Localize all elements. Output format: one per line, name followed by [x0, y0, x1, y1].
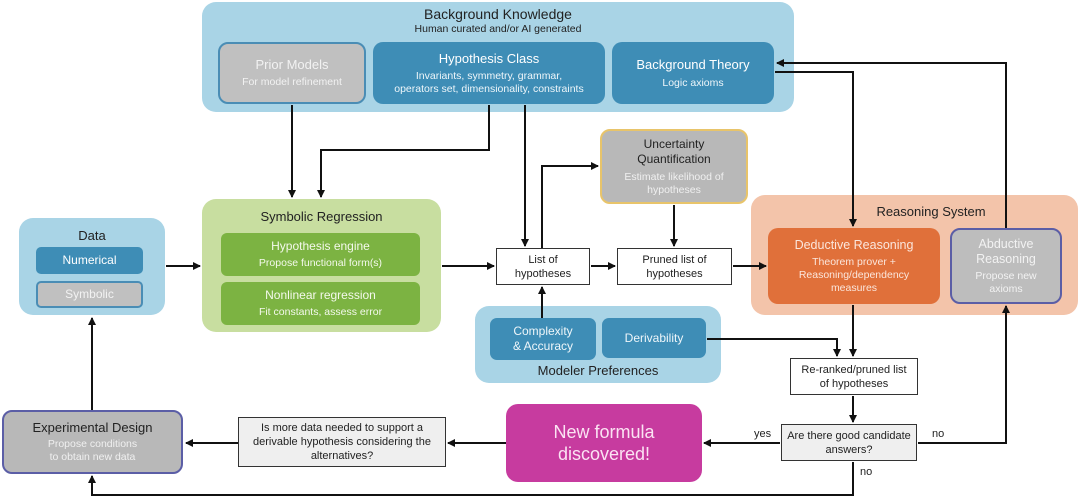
hypothesis-class-line2: operators set, dimensionality, constrain… — [394, 82, 584, 95]
background-knowledge-subtitle: Human curated and/or AI generated — [414, 23, 582, 35]
arrow-derivability-to-reranked — [707, 338, 841, 357]
complexity-line2: & Accuracy — [512, 339, 574, 353]
experimental-design-box[interactable]: Experimental Design Propose conditions t… — [2, 410, 183, 474]
pruned-list-line1: Pruned list of — [642, 253, 707, 266]
complexity-accuracy-box[interactable]: Complexity & Accuracy — [490, 318, 596, 360]
deductive-title: Deductive Reasoning — [794, 237, 914, 252]
reranked-line2: of hypotheses — [819, 377, 889, 390]
list-of-hypotheses-line1: List of — [528, 253, 558, 266]
modeler-preferences-title: Modeler Preferences — [537, 363, 659, 378]
more-data-line3: alternatives? — [310, 450, 374, 462]
experimental-design-line2: to obtain new data — [49, 451, 136, 463]
background-theory-title: Background Theory — [636, 56, 750, 72]
abductive-line1: Propose new — [975, 269, 1037, 282]
uncertainty-title-line1: Uncertainty — [643, 136, 705, 151]
background-theory-box[interactable]: Background Theory Logic axioms — [612, 42, 774, 104]
symbolic-regression-title: Symbolic Regression — [260, 209, 383, 224]
pruned-list-line2: hypotheses — [646, 267, 703, 280]
deductive-reasoning-box[interactable]: Deductive Reasoning Theorem prover + Rea… — [768, 228, 940, 304]
good-candidates-line1: Are there good candidate — [787, 429, 911, 442]
more-data-question-box[interactable]: Is more data needed to support a derivab… — [238, 417, 446, 467]
derivability-label: Derivability — [624, 330, 684, 345]
prior-models-box[interactable]: Prior Models For model refinement — [218, 42, 366, 104]
list-of-hypotheses-line2: hypotheses — [514, 267, 572, 280]
abductive-title-line1: Abductive — [978, 236, 1034, 251]
deductive-line1: Theorem prover + — [812, 255, 896, 268]
experimental-design-title: Experimental Design — [32, 420, 153, 435]
uncertainty-sub-line2: hypotheses — [647, 183, 701, 196]
uncertainty-title-line2: Quantification — [637, 151, 711, 166]
uncertainty-quantification-box[interactable]: Uncertainty Quantification Estimate like… — [600, 129, 748, 204]
background-theory-subtitle: Logic axioms — [662, 76, 724, 89]
nonlinear-regression-title: Nonlinear regression — [265, 288, 376, 302]
edge-label-no-down: no — [860, 466, 873, 478]
new-formula-discovered-box[interactable]: New formula discovered! — [506, 404, 702, 482]
arrow-list-to-uncertainty — [541, 162, 599, 248]
edge-label-yes: yes — [754, 428, 772, 440]
complexity-line1: Complexity — [513, 324, 573, 338]
data-title: Data — [78, 228, 106, 243]
pruned-list-box[interactable]: Pruned list of hypotheses — [617, 248, 732, 285]
numerical-box[interactable]: Numerical — [36, 247, 143, 274]
arrow-good-candidates-no-to-experimental-design — [88, 462, 854, 496]
abductive-line2: axioms — [989, 282, 1023, 295]
reranked-line1: Re-ranked/pruned list — [801, 363, 907, 376]
edge-label-no-right: no — [932, 428, 945, 440]
prior-models-subtitle: For model refinement — [242, 76, 342, 88]
nonlinear-regression-subtitle: Fit constants, assess error — [258, 306, 383, 318]
numerical-label: Numerical — [62, 253, 117, 267]
reasoning-system-title: Reasoning System — [876, 204, 986, 219]
experimental-design-line1: Propose conditions — [47, 438, 138, 450]
new-formula-line1: New formula — [553, 422, 655, 442]
prior-models-title: Prior Models — [255, 57, 329, 72]
more-data-line2: derivable hypothesis considering the — [253, 436, 431, 448]
symbolic-label: Symbolic — [65, 287, 114, 301]
new-formula-line2: discovered! — [557, 444, 651, 464]
hypothesis-engine-title: Hypothesis engine — [271, 239, 370, 253]
abductive-title-line2: Reasoning — [976, 251, 1036, 266]
hypothesis-class-box[interactable]: Hypothesis Class Invariants, symmetry, g… — [373, 42, 605, 104]
hypothesis-class-line1: Invariants, symmetry, grammar, — [415, 69, 563, 82]
background-knowledge-title: Background Knowledge — [424, 6, 572, 22]
derivability-box[interactable]: Derivability — [602, 318, 706, 358]
hypothesis-engine-subtitle: Propose functional form(s) — [258, 257, 383, 269]
deductive-line2: Reasoning/dependency — [798, 268, 910, 281]
abductive-reasoning-box[interactable]: Abductive Reasoning Propose new axioms — [950, 228, 1062, 304]
hypothesis-engine-box[interactable]: Hypothesis engine Propose functional for… — [221, 233, 420, 276]
more-data-line1: Is more data needed to support a — [260, 422, 424, 434]
good-candidates-line2: answers? — [825, 443, 873, 456]
list-of-hypotheses-box[interactable]: List of hypotheses — [496, 248, 590, 285]
deductive-line3: measures — [830, 281, 878, 294]
uncertainty-sub-line1: Estimate likelihood of — [624, 170, 724, 183]
good-candidates-box[interactable]: Are there good candidate answers? — [781, 424, 917, 461]
hypothesis-class-title: Hypothesis Class — [438, 50, 540, 66]
nonlinear-regression-box[interactable]: Nonlinear regression Fit constants, asse… — [221, 282, 420, 325]
symbolic-box[interactable]: Symbolic — [36, 281, 143, 308]
reranked-list-box[interactable]: Re-ranked/pruned list of hypotheses — [790, 358, 918, 395]
arrow-good-candidates-no-to-abductive — [918, 305, 1010, 444]
arrow-hypothesis-class-to-symbolic-regression — [317, 105, 490, 198]
